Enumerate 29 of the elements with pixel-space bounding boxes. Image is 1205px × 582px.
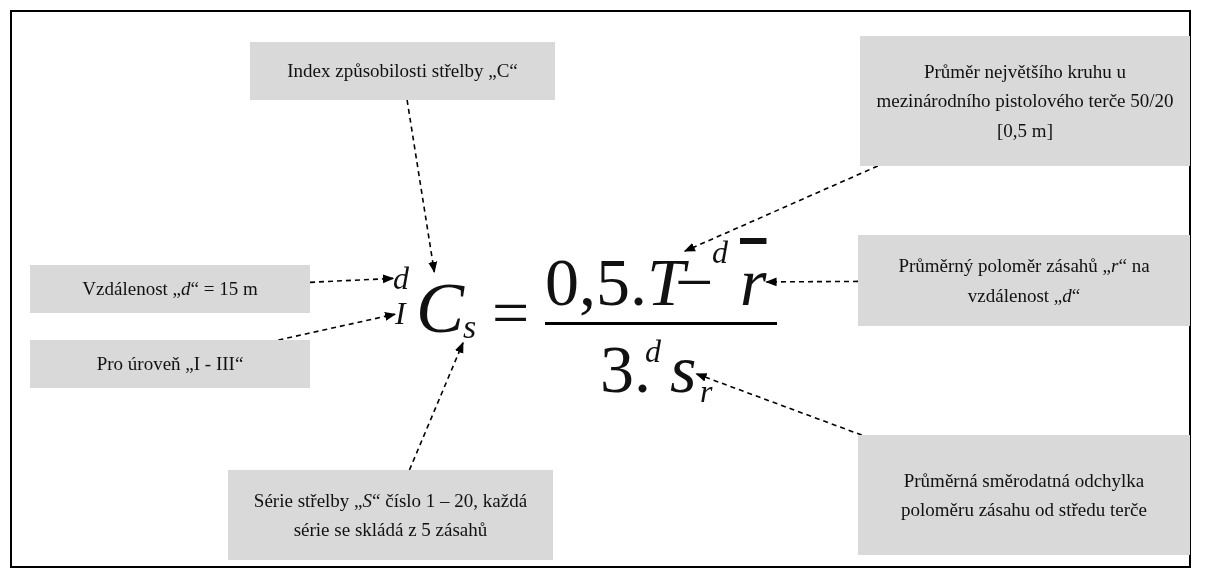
formula-symbol: s: [670, 335, 697, 403]
leader-arrow: [765, 277, 859, 287]
note-text: Průměr největšího kruhu u mezinárodního pistolového terče 50/20 [0,5 m]: [875, 59, 1175, 143]
leader-arrow: [683, 165, 879, 252]
formula-symbol: =: [492, 280, 530, 346]
note-text: Série střelby „S“ číslo 1 – 20, každá série se skládá z 5 zásahů: [252, 488, 529, 542]
formula-symbol: d: [393, 262, 409, 294]
formula-symbol: r: [740, 248, 767, 316]
leader-arrow: [695, 373, 863, 436]
note-box: [30, 265, 310, 313]
note-box: [858, 235, 1190, 326]
note-text: Průměrný poloměr zásahů „r“ na vzdálenost „d“: [897, 254, 1151, 308]
note-text: Vzdálenost „d“ = 15 m: [82, 277, 258, 302]
note-box: [250, 42, 555, 100]
note-box: [228, 470, 553, 560]
formula-symbol: d: [712, 236, 728, 268]
formula-symbol: s: [463, 310, 477, 344]
note-box: [858, 435, 1190, 555]
note-box: [860, 36, 1190, 166]
leader-arrow: [277, 312, 397, 341]
leader-arrow: [408, 341, 464, 471]
formula-symbol: r: [700, 375, 713, 407]
note-text: Pro úroveň „I - III“: [96, 352, 244, 377]
note-text: Index způsobilosti střelby „C“: [287, 59, 518, 84]
leader-arrow: [309, 274, 395, 284]
note-text: Průměrná směrodatná odchylka poloměru zásahu od středu terče: [900, 468, 1148, 522]
note-box: [30, 340, 310, 388]
formula-symbol: I: [395, 297, 406, 329]
leader-arrow: [406, 99, 438, 274]
